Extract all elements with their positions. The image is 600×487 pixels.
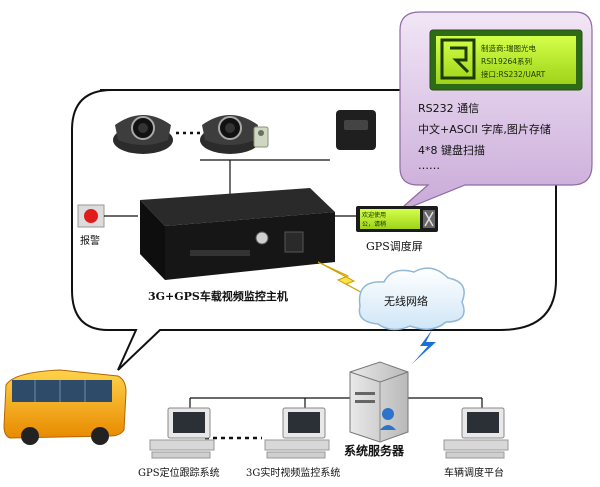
alarm-label: 报警 (80, 236, 100, 247)
network-label: 无线网络 (384, 295, 428, 308)
dispatch-screen-line-1: 欢迎使用 (362, 212, 387, 219)
client-label-video: 3G实时视频监控系统 (246, 468, 341, 479)
dome-camera-1 (113, 115, 173, 154)
dispatch-screen-label: GPS调度屏 (366, 240, 423, 253)
callout-line-4: …… (418, 159, 440, 172)
alarm-button-icon (77, 204, 105, 228)
gps-dispatch-screen (356, 206, 438, 232)
server-icon (349, 361, 409, 443)
gps-antenna-icon (336, 110, 376, 150)
microphone-icon (253, 126, 269, 148)
server-label: 系统服务器 (344, 444, 405, 458)
wireless-network-cloud (358, 267, 465, 331)
client-label-dispatch: 车辆调度平台 (444, 468, 504, 479)
callout-line-3: 4*8 键盘扫描 (418, 144, 485, 157)
bus-icon (3, 369, 127, 445)
dvr-host-unit (140, 188, 335, 280)
computer-icon (149, 407, 215, 459)
callout-line-2: 中文+ASCII 字库,图片存储 (418, 123, 551, 136)
computer-icon (443, 407, 509, 459)
lcd-logo-icon (440, 38, 476, 80)
dispatch-screen-line-2: 公，请稍 (362, 221, 387, 228)
host-label: 3G+GPS车载视频监控主机 (148, 290, 288, 303)
lcd-line-2: RSI19264系列 (481, 57, 533, 66)
lcd-line-1: 制造商:瑞图光电 (481, 44, 537, 53)
dome-camera-2 (200, 115, 260, 154)
callout-line-1: RS232 通信 (418, 102, 480, 115)
computer-icon (264, 407, 330, 459)
lcd-module (429, 29, 583, 91)
client-label-gps: GPS定位跟踪系统 (138, 468, 220, 479)
lcd-line-3: 接口:RS232/UART (481, 70, 546, 79)
